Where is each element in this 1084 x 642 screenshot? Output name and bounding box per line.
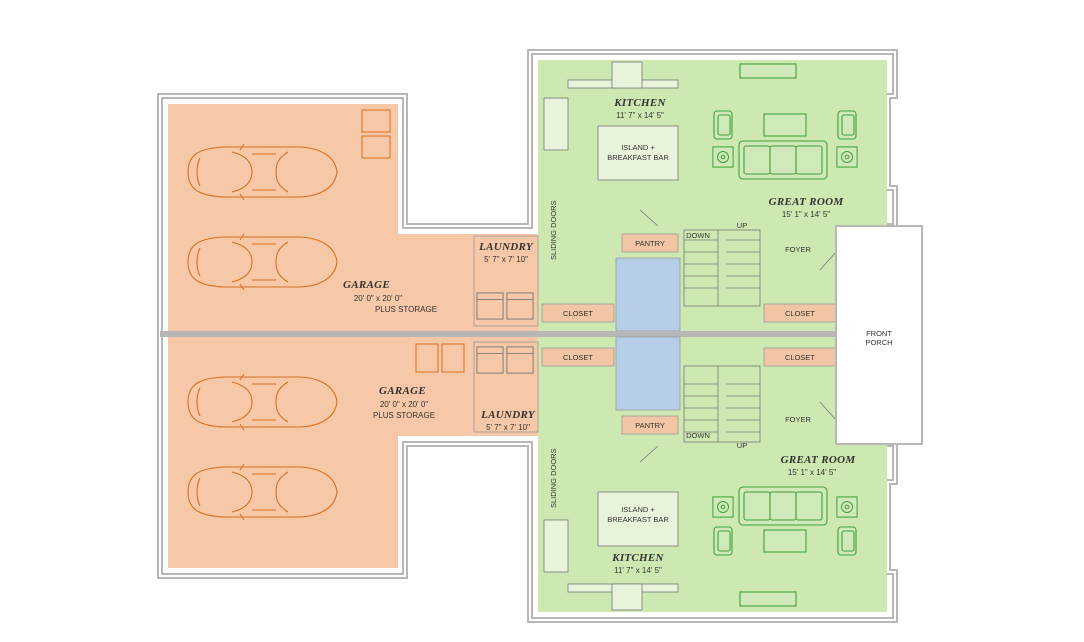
lamp-icon: [712, 146, 734, 168]
island-line2: BREAKFAST BAR: [607, 515, 669, 524]
storage-shelf-icon: [361, 135, 391, 159]
foyer-label: FOYER: [785, 415, 811, 424]
great-room-dims: 15' 1" x 14' 5": [788, 468, 836, 477]
sofa-icon: [738, 486, 828, 526]
kitchen-title: KITCHEN: [611, 552, 664, 564]
stair-up-label: UP: [737, 441, 747, 450]
storage-shelf-icon: [361, 109, 391, 133]
living-floor: [538, 60, 887, 331]
closet-right-label: CLOSET: [785, 353, 815, 362]
chair-icon: [837, 526, 857, 556]
unit-1: GARAGE 20' 0" x 20' 0" PLUS STORAGE LAUN…: [168, 60, 887, 332]
garage-title: GARAGE: [343, 279, 390, 291]
sliding-doors-label: SLIDING DOORS: [549, 448, 558, 508]
kitchen-dims: 11' 7" x 14' 5": [616, 111, 664, 120]
sofa-icon: [738, 140, 828, 180]
coffee-table-icon: [763, 529, 807, 553]
garage-annex-floor: [398, 234, 468, 331]
laundry-dims: 5' 7" x 7' 10": [484, 255, 528, 264]
garage-floor: [168, 337, 398, 568]
living-floor: [538, 337, 887, 612]
chair-icon: [837, 110, 857, 140]
door-swing-icon: [639, 209, 837, 271]
laundry-floor: [473, 235, 539, 327]
stair-down-label: DOWN: [686, 431, 710, 440]
stairs-icon: [683, 229, 761, 307]
chair-icon: [713, 110, 733, 140]
closet-left-box: [541, 303, 615, 323]
laundry-floor: [473, 341, 539, 433]
pantry-label: PANTRY: [635, 421, 665, 430]
pantry-box: [621, 415, 679, 435]
lamp-icon: [836, 146, 858, 168]
kitchen-dims: 11' 7" x 14' 5": [614, 566, 662, 575]
garage-dims: 20' 0" x 20' 0": [380, 400, 428, 409]
front-porch-line1: FRONT: [866, 329, 892, 338]
sink-icon: [543, 519, 569, 573]
cooktop-icon: [611, 61, 643, 89]
storage-shelf-icon: [415, 343, 439, 373]
island-line2: BREAKFAST BAR: [607, 153, 669, 162]
sliding-doors-label: SLIDING DOORS: [549, 200, 558, 260]
great-room-title: GREAT ROOM: [769, 196, 845, 208]
stair-down-label: DOWN: [686, 231, 710, 240]
laundry-dims: 5' 7" x 7' 10": [486, 423, 530, 432]
garage-title: GARAGE: [379, 385, 426, 397]
great-room-dims: 15' 1" x 14' 5": [782, 210, 830, 219]
sink-icon: [543, 97, 569, 151]
garage-dims: 20' 0" x 20' 0": [354, 294, 402, 303]
island-icon: [597, 491, 679, 547]
laundry-title: LAUNDRY: [480, 409, 536, 421]
cooktop-icon: [611, 583, 643, 611]
pantry-label: PANTRY: [635, 239, 665, 248]
laundry-title: LAUNDRY: [478, 241, 534, 253]
garage-note: PLUS STORAGE: [375, 305, 437, 314]
storage-shelf-icon: [441, 343, 465, 373]
closet-right-label: CLOSET: [785, 309, 815, 318]
lamp-icon: [836, 496, 858, 518]
coffee-table-icon: [763, 113, 807, 137]
closet-left-box: [541, 347, 615, 367]
closet-left-label: CLOSET: [563, 309, 593, 318]
foyer-label: FOYER: [785, 245, 811, 254]
stairs-icon: [683, 365, 761, 443]
pantry-box: [621, 233, 679, 253]
bath-floor: [615, 336, 681, 411]
island-line1: ISLAND +: [621, 505, 655, 514]
kitchen-title: KITCHEN: [613, 97, 666, 109]
front-porch: FRONT PORCH: [835, 225, 923, 445]
unit-2: GARAGE 20' 0" x 20' 0" PLUS STORAGE LAUN…: [168, 336, 887, 612]
stair-up-label: UP: [737, 221, 747, 230]
great-room-title: GREAT ROOM: [781, 454, 857, 466]
chair-icon: [713, 526, 733, 556]
tv-icon: [739, 63, 797, 79]
front-porch-line2: PORCH: [865, 338, 892, 347]
door-swing-icon: [639, 401, 837, 463]
island-icon: [597, 125, 679, 181]
island-line1: ISLAND +: [621, 143, 655, 152]
tv-icon: [739, 591, 797, 607]
bath-floor: [615, 257, 681, 332]
closet-left-label: CLOSET: [563, 353, 593, 362]
garage-note: PLUS STORAGE: [373, 411, 435, 420]
garage-floor: [168, 104, 398, 331]
lamp-icon: [712, 496, 734, 518]
